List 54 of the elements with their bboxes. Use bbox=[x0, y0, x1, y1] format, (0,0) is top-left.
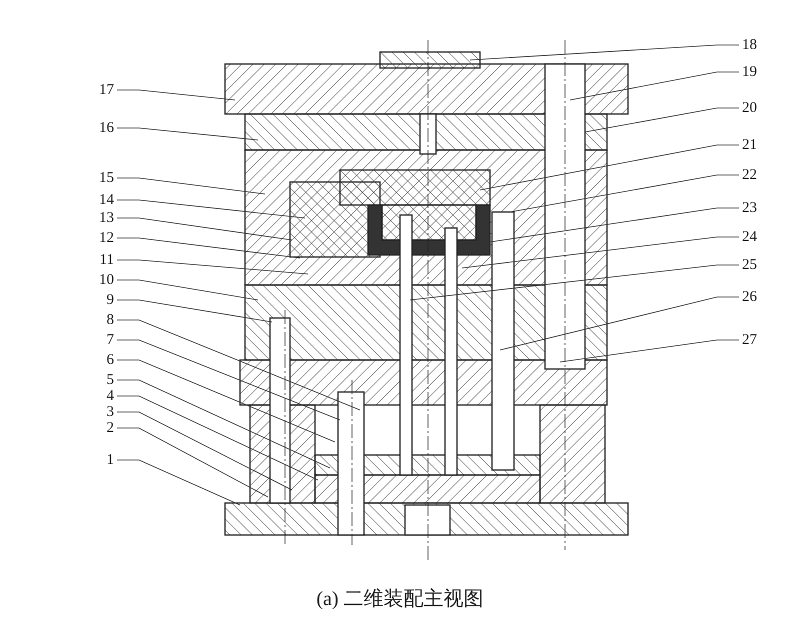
leader-line bbox=[116, 90, 236, 100]
leader-line bbox=[584, 108, 740, 132]
callout-number: 8 bbox=[106, 312, 114, 328]
callout-number: 23 bbox=[742, 200, 757, 216]
figure-caption: (a) 二维装配主视图 bbox=[315, 587, 485, 612]
leader-line bbox=[500, 296, 740, 350]
callout-number: 25 bbox=[742, 257, 757, 273]
callout-number: 10 bbox=[99, 272, 114, 288]
leader-line bbox=[116, 280, 258, 300]
leader-line bbox=[116, 380, 330, 468]
callout-number: 5 bbox=[106, 372, 114, 388]
leader-line bbox=[116, 360, 336, 442]
callout-number: 24 bbox=[742, 229, 757, 245]
callout-number: 7 bbox=[106, 332, 114, 348]
leader-line bbox=[462, 236, 740, 268]
leader-line bbox=[116, 178, 266, 194]
leader-line bbox=[560, 340, 740, 362]
leader-line bbox=[116, 396, 318, 480]
callout-number: 12 bbox=[99, 230, 114, 246]
leader-line bbox=[410, 264, 740, 300]
leader-line bbox=[570, 72, 740, 100]
leader-line bbox=[116, 412, 292, 490]
leader-line bbox=[116, 340, 340, 420]
leader-line bbox=[116, 428, 268, 498]
callout-number: 19 bbox=[742, 64, 757, 80]
callout-number: 6 bbox=[106, 352, 114, 368]
leader-line bbox=[116, 260, 308, 274]
callout-number: 14 bbox=[99, 192, 114, 208]
callout-number: 18 bbox=[742, 37, 757, 53]
callout-number: 9 bbox=[106, 292, 114, 308]
callout-number: 11 bbox=[100, 252, 114, 268]
leader-line bbox=[116, 200, 306, 218]
leader-line bbox=[116, 218, 292, 240]
leader-line bbox=[480, 144, 740, 190]
leader-line bbox=[116, 128, 258, 140]
callout-number: 4 bbox=[106, 388, 114, 404]
leader-line bbox=[470, 44, 740, 60]
leader-line bbox=[116, 460, 240, 506]
callout-number: 3 bbox=[106, 404, 114, 420]
callout-number: 1 bbox=[106, 452, 114, 468]
callout-number: 2 bbox=[106, 420, 114, 436]
leader-line bbox=[116, 320, 360, 410]
callout-number: 15 bbox=[99, 170, 114, 186]
leader-line bbox=[116, 300, 272, 322]
leader-line bbox=[116, 238, 300, 258]
callout-number: 22 bbox=[742, 167, 757, 183]
callout-number: 13 bbox=[99, 210, 114, 226]
callout-number: 21 bbox=[742, 137, 757, 153]
leader-line bbox=[510, 174, 740, 212]
callout-number: 17 bbox=[99, 82, 114, 98]
callout-number: 20 bbox=[742, 100, 757, 116]
callout-number: 27 bbox=[742, 332, 757, 348]
callout-number: 16 bbox=[99, 120, 114, 136]
callout-number: 26 bbox=[742, 289, 757, 305]
